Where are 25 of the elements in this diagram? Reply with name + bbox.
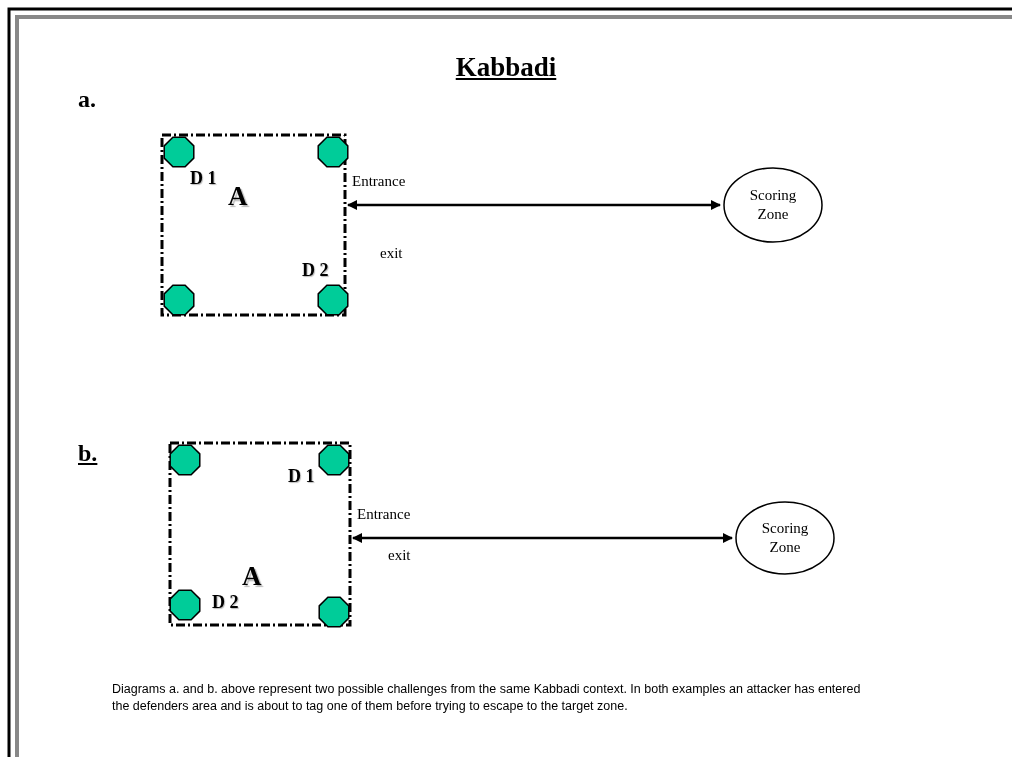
- scoring-zone: [723, 167, 823, 243]
- diagram-letter: b.: [78, 440, 98, 467]
- title: Kabbadi: [455, 52, 557, 82]
- defender-marker: [316, 283, 350, 317]
- court-area: [170, 443, 350, 625]
- zone-label: Scoring Zone: [748, 186, 798, 224]
- zone-label: Scoring Zone: [760, 519, 810, 557]
- defender-label: D 1: [190, 169, 217, 187]
- defender-marker: [317, 443, 351, 477]
- defender-marker: [317, 595, 351, 629]
- defender-label: D 2: [302, 261, 329, 279]
- scoring-zone: [735, 501, 835, 575]
- direction-label: exit: [388, 547, 411, 564]
- defender-marker: [316, 135, 350, 169]
- defender-marker: [162, 135, 196, 169]
- defender-marker: [162, 283, 196, 317]
- caption: Diagrams a. and b. above represent two possible challenges from the same Kabbadi context. In both examples an attacker has entered the defenders area and is about to tag one of them before trying to escape to the target zone.: [112, 681, 862, 715]
- attacker-label: A: [242, 563, 262, 590]
- diagram-letter: a.: [78, 86, 96, 113]
- defender-label: D 1: [288, 467, 315, 485]
- defender-marker: [168, 443, 202, 477]
- direction-label: exit: [380, 245, 403, 262]
- attacker-label: A: [228, 183, 248, 210]
- defender-marker: [168, 588, 202, 622]
- defender-label: D 2: [212, 593, 239, 611]
